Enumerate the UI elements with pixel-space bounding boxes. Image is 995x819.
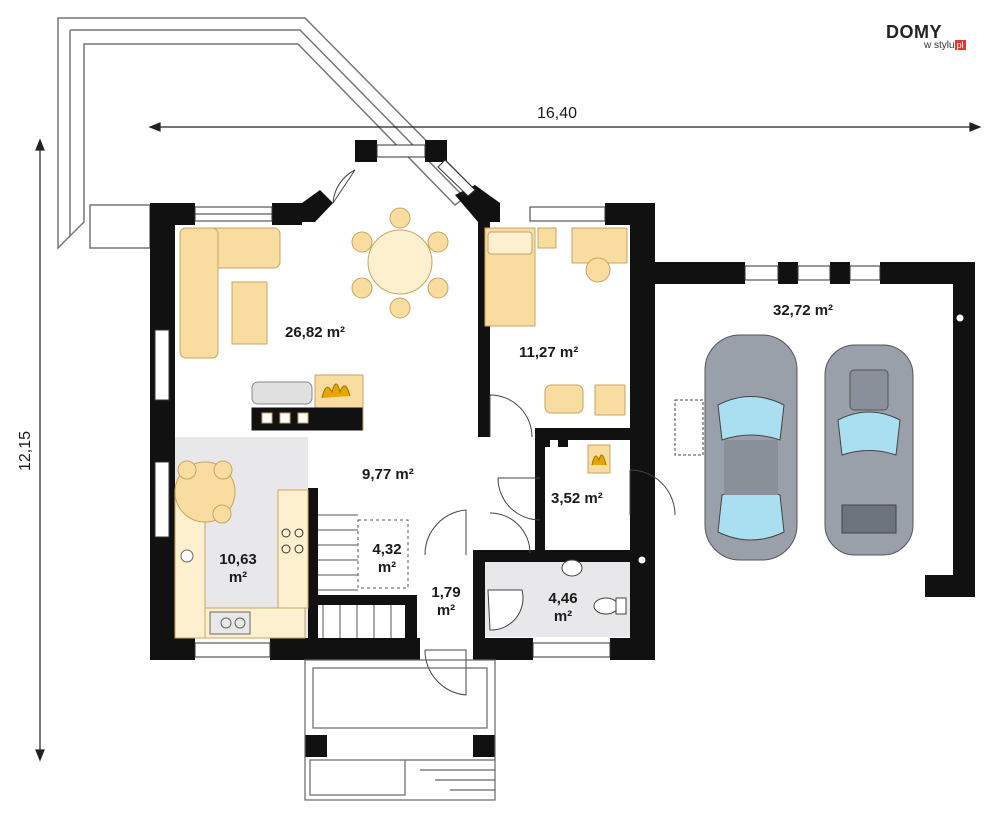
boiler-room-area: 3,52 m² xyxy=(551,490,603,507)
stairs-area-value: 4,32 xyxy=(372,541,402,558)
kitchen-furniture xyxy=(174,460,309,639)
kitchen-area-unit: m² xyxy=(228,569,248,586)
stairs-area-unit: m² xyxy=(377,559,397,576)
dimension-lines xyxy=(35,122,982,762)
kitchen-area-value: 10,63 xyxy=(219,551,257,568)
bathroom-area: 4,46 m² xyxy=(540,590,586,626)
bathroom-area-value: 4,46 xyxy=(548,590,578,607)
entry-light xyxy=(637,555,647,565)
bathroom-fixtures xyxy=(487,559,627,631)
car-right xyxy=(824,344,914,556)
logo-suffix: pl xyxy=(954,40,966,50)
kitchen-area: 10,63 m² xyxy=(213,551,263,587)
car-left xyxy=(704,334,798,561)
width-dimension: 16,40 xyxy=(537,105,578,122)
height-dimension: 12,15 xyxy=(17,430,34,472)
garage-area: 32,72 m² xyxy=(773,302,834,319)
windows xyxy=(154,144,881,658)
doors xyxy=(332,169,704,696)
bedroom-furniture xyxy=(484,227,628,416)
terrace xyxy=(57,17,477,250)
boiler-room-details xyxy=(540,437,611,474)
living-room-area: 26,82 m² xyxy=(285,324,346,341)
porch xyxy=(304,659,496,801)
logo-sub-label: w stylu xyxy=(924,40,955,51)
vestibule-area: 1,79 m² xyxy=(424,584,468,620)
bedroom-area: 11,27 m² xyxy=(519,344,579,361)
garage-light xyxy=(955,313,965,323)
bathroom-area-unit: m² xyxy=(553,608,573,625)
stairs-area: 4,32 m² xyxy=(364,541,410,577)
stairs xyxy=(318,514,409,638)
vestibule-area-value: 1,79 xyxy=(431,584,461,601)
logo-text: DOMY xyxy=(886,22,942,42)
vestibule-area-unit: m² xyxy=(436,602,456,619)
hall-area: 9,77 m² xyxy=(362,466,414,483)
living-room-furniture xyxy=(179,207,449,431)
